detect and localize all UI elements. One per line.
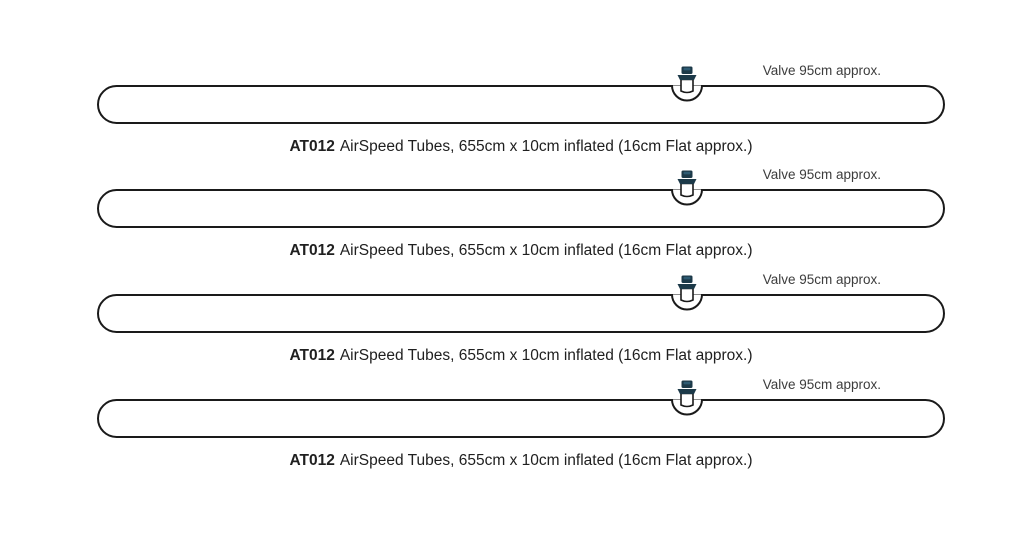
product-code: AT012: [289, 452, 335, 469]
valve-dimension-label: Valve 95cm approx.: [762, 63, 881, 78]
caption-text: AirSpeed Tubes, 655cm x 10cm inflated (1…: [339, 242, 753, 259]
caption-text: AirSpeed Tubes, 655cm x 10cm inflated (1…: [339, 347, 753, 364]
product-code: AT012: [289, 347, 335, 364]
airspeed-tube-outline: [97, 85, 945, 124]
valve-icon: [671, 275, 703, 311]
airspeed-tube-outline: [97, 399, 945, 438]
product-code: AT012: [289, 138, 335, 155]
product-code: AT012: [289, 242, 335, 259]
caption-text: AirSpeed Tubes, 655cm x 10cm inflated (1…: [339, 138, 753, 155]
airspeed-tube-outline: [97, 294, 945, 333]
caption-text: AirSpeed Tubes, 655cm x 10cm inflated (1…: [339, 452, 753, 469]
airspeed-tube-outline: [97, 189, 945, 228]
valve-icon: [671, 170, 703, 206]
valve-dimension-label: Valve 95cm approx.: [762, 167, 881, 182]
valve-icon: [671, 380, 703, 416]
valve-dimension-label: Valve 95cm approx.: [762, 272, 881, 287]
valve-icon: [671, 66, 703, 102]
valve-dimension-label: Valve 95cm approx.: [762, 377, 881, 392]
